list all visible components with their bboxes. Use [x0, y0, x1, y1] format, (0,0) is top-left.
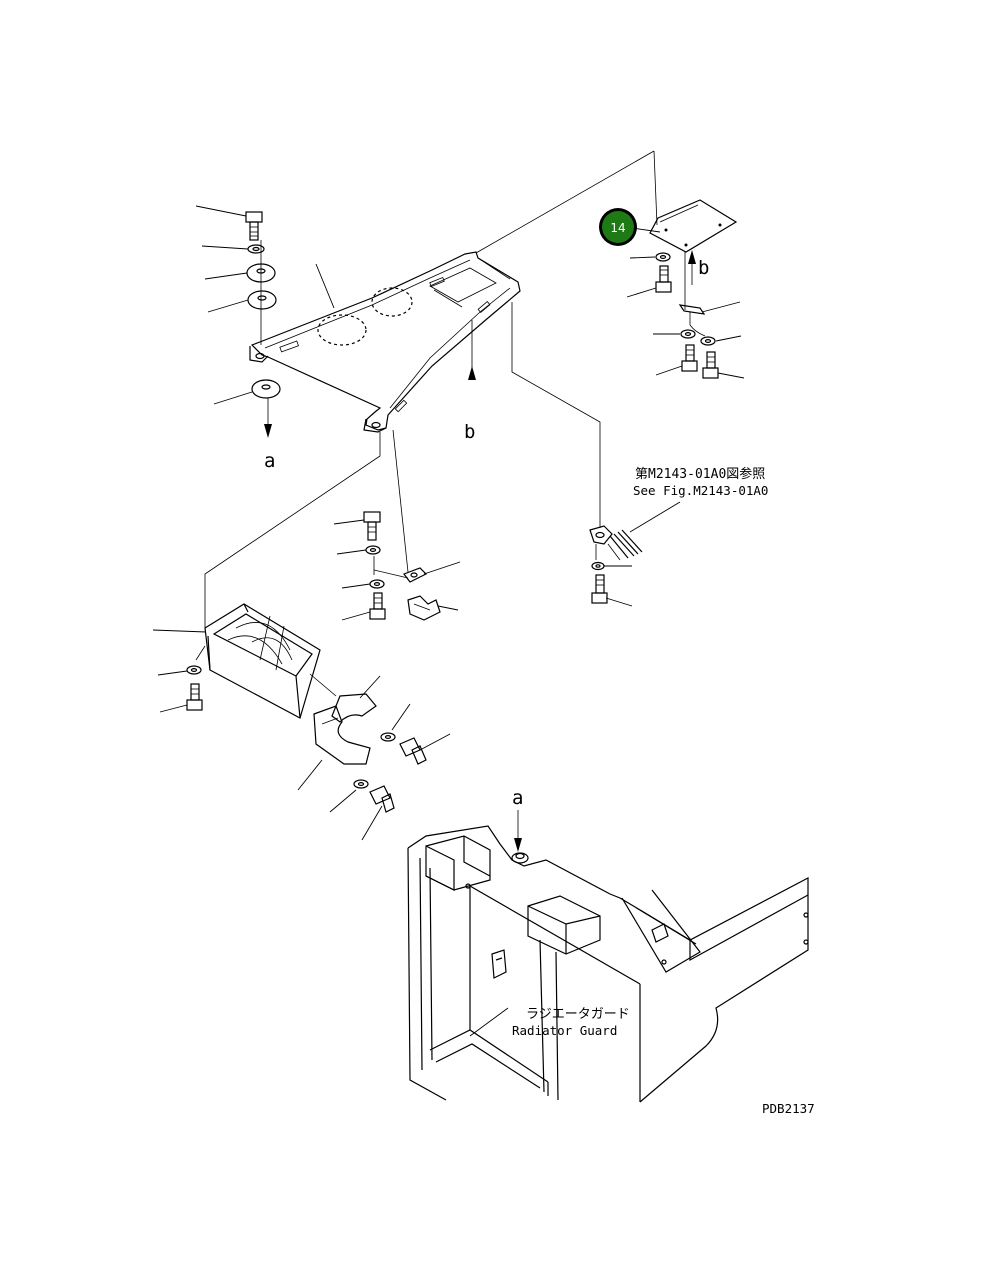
grommet-plate-part[interactable] [313, 693, 377, 765]
bolt-part[interactable] [369, 785, 395, 813]
washer-part[interactable] [186, 665, 202, 675]
bolt-part[interactable] [369, 592, 386, 620]
middle-fastener-stack [333, 511, 461, 621]
rubber-mount-part[interactable] [247, 290, 277, 310]
label-b-left: b [464, 421, 475, 443]
washer-part[interactable] [365, 545, 381, 555]
bolt-part[interactable] [363, 511, 381, 541]
washer-part[interactable] [680, 329, 696, 339]
bolt-part[interactable] [681, 344, 698, 372]
washer-part[interactable] [353, 779, 369, 789]
drawing-code: PDB2137 [762, 1101, 815, 1116]
bolt-part[interactable] [399, 737, 427, 765]
washer-part[interactable] [380, 732, 396, 742]
washer-part[interactable] [591, 561, 605, 571]
right-fastener-stack: b [626, 250, 745, 379]
callout-badge[interactable]: 14 [599, 208, 637, 246]
clamp-part[interactable] [407, 595, 441, 621]
washer-part[interactable] [247, 244, 265, 254]
harness-clamp-part[interactable] [589, 525, 643, 561]
washer-part[interactable] [655, 252, 671, 262]
radiator-guard-part[interactable] [407, 825, 809, 1103]
duct-part[interactable] [204, 603, 321, 719]
main-bracket-part[interactable] [249, 251, 521, 433]
bolt-part[interactable] [245, 211, 263, 241]
bolt-part[interactable] [655, 265, 672, 293]
bolt-part[interactable] [186, 683, 203, 711]
washer-part[interactable] [369, 579, 385, 589]
bolt-part[interactable] [702, 351, 719, 379]
cover-plate-part[interactable] [649, 199, 738, 253]
bracket-part[interactable] [403, 567, 428, 583]
label-b-right: b [698, 257, 709, 279]
label-a-left: a [264, 450, 275, 472]
reference-en: See Fig.M2143-01A0 [633, 483, 768, 498]
callout-number: 14 [610, 221, 625, 235]
reference-jp: 第M2143-01A0図参照 [635, 466, 765, 482]
radiator-guard-en: Radiator Guard [512, 1023, 617, 1038]
clip-part[interactable] [678, 304, 706, 315]
label-a-radiator: a [512, 787, 523, 809]
rubber-mount-part[interactable] [251, 379, 281, 399]
washer-part[interactable] [700, 336, 716, 346]
left-fastener-stack: a [195, 205, 281, 472]
bolt-part[interactable] [591, 574, 608, 604]
radiator-guard-jp: ラジエータガード [526, 1007, 630, 1022]
